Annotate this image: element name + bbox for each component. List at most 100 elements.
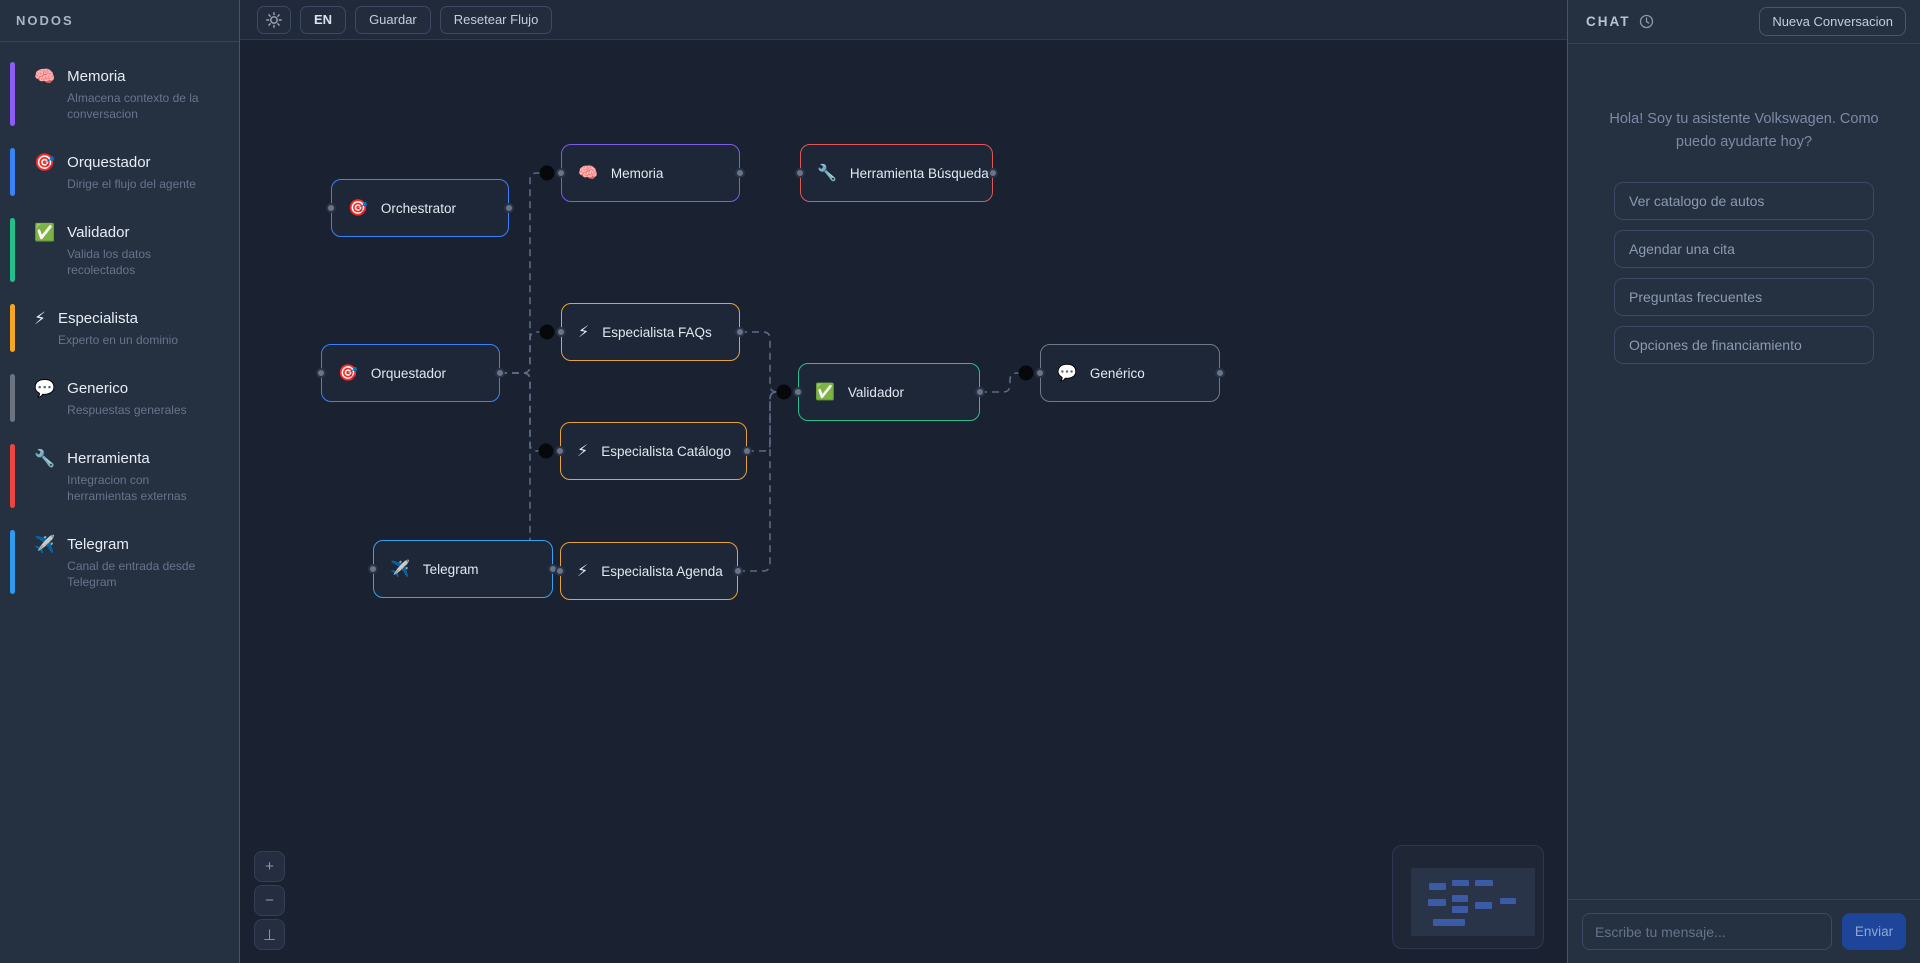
zoom-out-button[interactable]: − <box>254 885 285 916</box>
airplane-icon: ✈️ <box>34 535 56 554</box>
brain-icon: 🧠 <box>578 165 598 182</box>
node-especialista-agenda[interactable]: ⚡ Especialista Agenda <box>555 542 743 600</box>
target-icon: 🎯 <box>34 153 56 172</box>
item-desc: Integracion con herramientas externas <box>67 473 187 503</box>
language-button[interactable]: EN <box>300 5 347 34</box>
output-handle[interactable] <box>975 387 985 397</box>
node-label: Especialista Catálogo <box>601 443 732 459</box>
sidebar-item-telegram[interactable]: ✈️ Telegram Canal de entrada desde Teleg… <box>10 530 229 594</box>
generico-color-strip <box>10 374 15 422</box>
quick-action-financing[interactable]: Opciones de financiamiento <box>1614 326 1874 364</box>
sidebar-item-generico[interactable]: 💬 Generico Respuestas generales <box>10 374 229 422</box>
node-label: Genérico <box>1089 365 1145 381</box>
save-button[interactable]: Guardar <box>355 5 431 34</box>
output-handle[interactable] <box>495 368 505 378</box>
chat-panel: CHAT Nueva Conversacion Hola! Soy tu asi… <box>1567 0 1920 963</box>
target-icon: 🎯 <box>348 200 368 217</box>
item-desc: Dirige el flujo del agente <box>67 177 196 191</box>
sidebar-item-validador[interactable]: ✅ Validador Valida los datos recolectado… <box>10 218 229 282</box>
target-icon: 🎯 <box>338 365 358 382</box>
sidebar-item-herramienta[interactable]: 🔧 Herramienta Integracion con herramient… <box>10 444 229 508</box>
flow-viewport[interactable]: 🎯 Orchestrator 🧠 Memoria 🔧 Herramienta B… <box>240 0 1567 963</box>
node-telegram[interactable]: ✈️ Telegram <box>368 540 558 598</box>
quick-action-faq[interactable]: Preguntas frecuentes <box>1614 278 1874 316</box>
telegram-color-strip <box>10 530 15 594</box>
output-handle[interactable] <box>504 203 514 213</box>
message-input[interactable] <box>1582 913 1832 950</box>
item-title: Especialista <box>57 310 138 327</box>
node-label: Especialista Agenda <box>601 563 723 579</box>
node-label: Orchestrator <box>380 200 456 216</box>
reset-flow-button[interactable]: Resetear Flujo <box>439 5 553 34</box>
zoom-controls: + − ⊥ <box>254 851 285 950</box>
input-handle[interactable] <box>793 387 803 397</box>
output-handle[interactable] <box>1215 368 1225 378</box>
minimap-node <box>1428 899 1446 906</box>
sidebar-item-especialista[interactable]: ⚡ Especialista Experto en un dominio <box>10 304 229 352</box>
sidebar-item-memoria[interactable]: 🧠 Memoria Almacena contexto de la conver… <box>10 62 229 126</box>
input-handle[interactable] <box>326 203 336 213</box>
new-conversation-button[interactable]: Nueva Conversacion <box>1759 7 1906 36</box>
assistant-welcome-message: Hola! Soy tu asistente Volkswagen. Como … <box>1609 111 1879 150</box>
minimap-node <box>1452 895 1468 902</box>
node-especialista-faqs[interactable]: ⚡ Especialista FAQs <box>556 303 745 361</box>
item-title: Telegram <box>67 536 129 553</box>
minimap-node <box>1475 880 1493 886</box>
item-title: Generico <box>67 380 129 397</box>
input-handle[interactable] <box>556 168 566 178</box>
minimap-node <box>1452 880 1469 886</box>
quick-action-catalog[interactable]: Ver catalogo de autos <box>1614 182 1874 220</box>
minimap[interactable] <box>1392 845 1544 949</box>
item-desc: Canal de entrada desde Telegram <box>67 559 196 589</box>
node-label: Especialista FAQs <box>602 324 712 340</box>
validador-color-strip <box>10 218 15 282</box>
node-memoria[interactable]: 🧠 Memoria <box>556 144 745 202</box>
memoria-color-strip <box>10 62 15 126</box>
input-handle[interactable] <box>368 564 378 574</box>
minimap-node <box>1452 906 1468 913</box>
input-handle[interactable] <box>555 566 565 576</box>
wrench-icon: 🔧 <box>34 449 56 468</box>
output-handle[interactable] <box>735 327 745 337</box>
lightning-icon: ⚡ <box>577 563 589 580</box>
flow-edges <box>500 165 1034 572</box>
item-desc: Experto en un dominio <box>57 333 179 347</box>
output-handle[interactable] <box>735 168 745 178</box>
input-handle[interactable] <box>556 327 566 337</box>
item-title: Orquestador <box>67 154 151 171</box>
node-label: Telegram <box>422 561 479 577</box>
input-handle[interactable] <box>555 446 565 456</box>
output-handle[interactable] <box>988 168 998 178</box>
node-herramienta-busqueda[interactable]: 🔧 Herramienta Búsqueda <box>795 144 998 202</box>
input-handle[interactable] <box>1035 368 1045 378</box>
output-handle[interactable] <box>742 446 752 456</box>
wrench-icon: 🔧 <box>817 165 837 182</box>
input-handle[interactable] <box>795 168 805 178</box>
input-handle[interactable] <box>316 368 326 378</box>
quick-action-appointment[interactable]: Agendar una cita <box>1614 230 1874 268</box>
sidebar-item-orquestador[interactable]: 🎯 Orquestador Dirige el flujo del agente <box>10 148 229 196</box>
check-icon: ✅ <box>34 223 56 242</box>
minimap-node <box>1433 919 1465 926</box>
item-title: Herramienta <box>67 450 150 467</box>
node-orchestrator[interactable]: 🎯 Orchestrator <box>326 179 514 237</box>
output-handle[interactable] <box>733 566 743 576</box>
node-validador[interactable]: ✅ Validador <box>793 363 985 421</box>
sidebar-title: NODOS <box>0 0 239 42</box>
node-generico[interactable]: 💬 Genérico <box>1035 344 1225 402</box>
sun-icon <box>266 11 282 28</box>
flow-canvas[interactable]: EN Guardar Resetear Flujo <box>240 0 1567 963</box>
airplane-icon: ✈️ <box>390 561 410 578</box>
node-label: Memoria <box>610 165 664 181</box>
send-button[interactable]: Enviar <box>1842 913 1906 950</box>
theme-toggle-button[interactable] <box>257 5 291 34</box>
speech-bubble-icon: 💬 <box>1057 365 1077 382</box>
node-orquestador[interactable]: 🎯 Orquestador <box>316 344 505 402</box>
node-especialista-catalogo[interactable]: ⚡ Especialista Catálogo <box>555 422 752 480</box>
item-desc: Valida los datos recolectados <box>67 247 152 277</box>
fit-view-button[interactable]: ⊥ <box>254 919 285 950</box>
chat-input-bar: Enviar <box>1568 899 1920 963</box>
zoom-in-button[interactable]: + <box>254 851 285 882</box>
lightning-icon: ⚡ <box>577 443 589 460</box>
node-label: Validador <box>847 384 904 400</box>
